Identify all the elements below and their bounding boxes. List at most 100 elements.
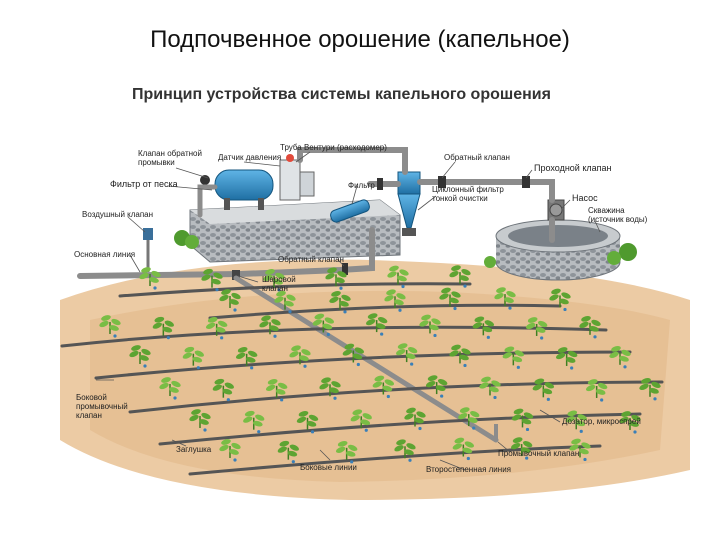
plant (325, 267, 347, 290)
filter-unit (330, 199, 370, 223)
plant (449, 265, 471, 288)
plant (387, 265, 409, 289)
label-cyclone-filter-2: тонкой очистки (432, 194, 488, 203)
plant (394, 439, 416, 462)
label-check-valve-top: Обратный клапан (444, 153, 510, 162)
plant (502, 346, 525, 369)
main-line (77, 227, 375, 279)
plant (365, 313, 388, 336)
plant (312, 313, 335, 337)
bushes-left (174, 230, 199, 249)
plant (212, 378, 235, 402)
air-valve (143, 228, 153, 272)
plants (99, 265, 661, 464)
plant (99, 315, 121, 338)
plant (639, 377, 661, 401)
label-side-flush-valve-3: клапан (76, 411, 102, 420)
plant (452, 437, 475, 461)
plant (274, 290, 296, 314)
plant (479, 376, 501, 400)
plant (532, 378, 555, 401)
plant (189, 409, 211, 432)
plant (277, 440, 300, 464)
plant (265, 378, 288, 402)
well (495, 219, 621, 281)
soil-shade (90, 290, 670, 482)
plant (449, 344, 471, 368)
label-side-flush-valve-2: промывочный (76, 402, 128, 411)
cyclone-filter (397, 171, 421, 236)
plant (350, 409, 372, 432)
label-check-valve-flush-1: Клапан обратной (138, 149, 202, 158)
plant (129, 345, 151, 368)
label-well-2: (источник воды) (588, 215, 648, 224)
plant (419, 314, 441, 338)
plant (395, 343, 418, 366)
plant (159, 377, 181, 400)
plant (296, 410, 319, 434)
plant (565, 410, 587, 433)
label-dispenser: Дозатор, микроспрей (562, 417, 641, 426)
label-ball-valve-2: клапан (262, 284, 288, 293)
plant (372, 375, 395, 399)
diagram-title: Принцип устройства системы капельного ор… (132, 86, 551, 103)
plant (555, 347, 578, 370)
plant (569, 438, 591, 462)
plant (585, 379, 608, 402)
ball-valve (232, 270, 240, 280)
plant (458, 407, 480, 430)
label-plug: Заглушка (176, 445, 212, 454)
check-valve-lower (342, 263, 348, 275)
plant (243, 410, 265, 434)
plant (384, 289, 406, 312)
plant (182, 346, 205, 370)
plant (335, 440, 358, 464)
plant (619, 411, 641, 434)
plant (259, 315, 281, 338)
pump (547, 199, 565, 221)
slide-title: Подпочвенное орошение (капельное) (150, 26, 570, 53)
bushes-right (484, 243, 637, 268)
plant (219, 439, 241, 462)
label-venturi: Труба Вентури (расходомер) (280, 143, 387, 152)
label-pressure-sensor: Датчик давления (218, 153, 281, 162)
label-secondary-line: Второстепенная линия (426, 465, 511, 474)
label-check-valve-lower: Обратный клапан (278, 255, 344, 264)
label-flush-valve: Промывочный клапан (498, 449, 579, 458)
plant (549, 288, 571, 312)
leader-lines (96, 151, 601, 471)
label-side-flush-valve-1: Боковой (76, 393, 107, 402)
plant (511, 408, 534, 432)
plant (289, 345, 311, 368)
plant (139, 267, 161, 290)
plant (201, 268, 223, 292)
plant (235, 346, 258, 370)
through-valve (522, 176, 530, 188)
label-filter: Фильтр (348, 181, 375, 190)
supply-pipes (197, 147, 555, 243)
plant (494, 287, 516, 310)
plant (472, 316, 495, 339)
label-main-line: Основная линия (74, 250, 135, 259)
venturi-assembly (279, 154, 315, 201)
label-ball-valve-1: Шаровой (262, 275, 296, 284)
label-air-valve: Воздушный клапан (82, 210, 153, 219)
plant (342, 343, 365, 367)
label-check-valve-flush-2: промывки (138, 158, 175, 167)
plant (439, 287, 461, 311)
plant (219, 289, 241, 312)
label-lateral-lines: Боковые линии (300, 463, 357, 472)
label-pump: Насос (572, 193, 598, 203)
plant (404, 407, 426, 431)
plant (319, 377, 341, 400)
plant (579, 315, 601, 339)
plant (609, 345, 631, 369)
plant (205, 316, 228, 340)
label-sand-filter: Фильтр от песка (110, 179, 178, 189)
plant (152, 316, 175, 340)
label-cyclone-filter-1: Циклонный фильтр (432, 185, 504, 194)
label-through-valve: Проходной клапан (534, 163, 612, 173)
plant (263, 268, 285, 292)
check-valve-top (438, 176, 446, 188)
